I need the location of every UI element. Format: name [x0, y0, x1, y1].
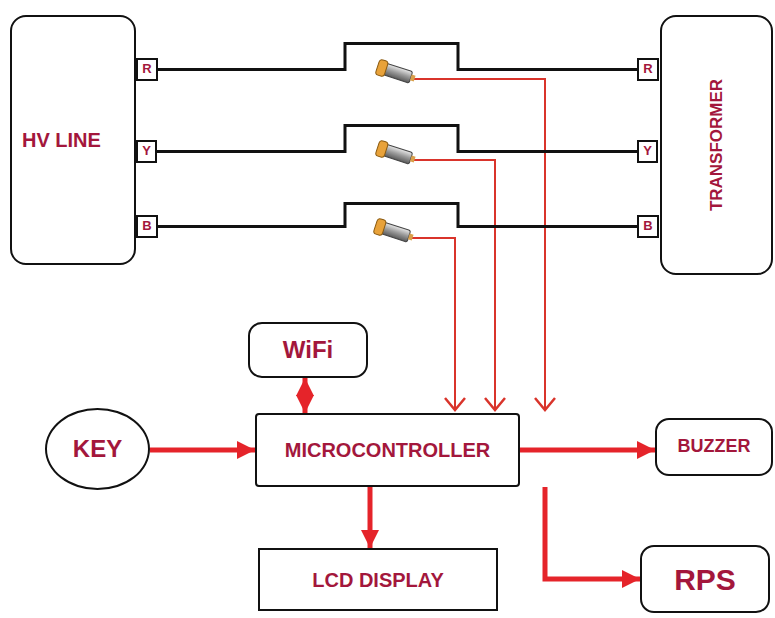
source-box: HV LINE R Y B: [10, 15, 157, 265]
display-box: LCD DISPLAY: [258, 548, 498, 611]
key-input: KEY: [45, 408, 150, 490]
signal-arrow: [303, 378, 308, 413]
node-label: LCD DISPLAY: [312, 569, 444, 591]
signal-arrow: [520, 448, 655, 453]
signal-arrow: [368, 487, 373, 548]
node-label: R: [643, 62, 652, 76]
signal-arrow: [150, 448, 255, 453]
power-line: [157, 126, 637, 152]
node-label: Y: [643, 144, 652, 158]
node-label: TRANSFORMER: [707, 79, 726, 211]
node-label: RPS: [674, 563, 736, 596]
node-label: B: [142, 219, 151, 233]
power-line: [158, 204, 637, 227]
current-sensor: [375, 140, 417, 167]
buzzer-box: BUZZER: [655, 418, 773, 476]
microcontroller-box: MICROCONTROLLER: [255, 413, 520, 487]
terminal: R: [637, 58, 659, 81]
sensor-lead: [410, 79, 545, 410]
terminal: Y: [637, 140, 658, 163]
terminal: R: [136, 58, 158, 81]
node-label: MICROCONTROLLER: [285, 439, 491, 461]
current-sensor: [375, 59, 417, 86]
transformer-box: TRANSFORMER R Y B: [632, 15, 773, 275]
relay-box: RPS: [640, 545, 770, 613]
node-label: BUZZER: [678, 437, 751, 457]
terminal: B: [637, 215, 659, 238]
signal-arrow: [545, 487, 640, 579]
node-label: HV LINE: [22, 129, 101, 151]
node-label: B: [643, 219, 652, 233]
current-sensor: [373, 218, 415, 245]
node-label: Y: [142, 144, 151, 158]
node-label: R: [142, 62, 151, 76]
terminal: B: [136, 215, 158, 238]
node-label: KEY: [73, 436, 122, 462]
terminal: Y: [136, 140, 157, 163]
power-line: [158, 44, 637, 70]
lead-arrowhead: [445, 398, 555, 410]
wifi-module: WiFi: [248, 322, 368, 378]
node-label: WiFi: [283, 337, 333, 363]
